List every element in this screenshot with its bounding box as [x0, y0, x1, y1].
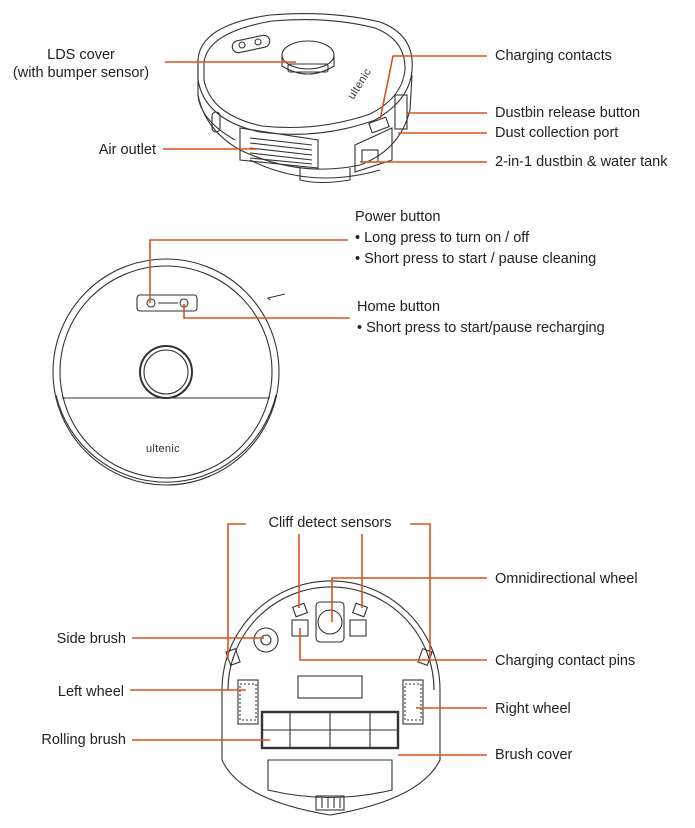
leader-charging-pins	[299, 628, 487, 661]
label-rolling-brush: Rolling brush	[41, 732, 126, 748]
label-left-wheel: Left wheel	[57, 684, 124, 700]
label-brush-cover: Brush cover	[495, 747, 573, 763]
brand-logo-front: ultenic	[146, 443, 180, 455]
label-omnidirectional-wheel: Omnidirectional wheel	[495, 571, 638, 587]
label-right-wheel: Right wheel	[495, 701, 571, 717]
robot-bottom-view	[221, 580, 441, 816]
label-charging-contacts: Charging contacts	[495, 48, 612, 64]
leader-cliff-left	[227, 523, 246, 660]
leader-charging-contacts	[379, 55, 487, 121]
label-dustbin-release-button: Dustbin release button	[495, 105, 641, 121]
label-side-brush: Side brush	[56, 631, 126, 647]
leader-home-button	[183, 304, 350, 319]
label-air-outlet: Air outlet	[98, 142, 156, 158]
label-home-button: Home button • Short press to start/pause…	[357, 299, 605, 336]
leader-omni-wheel	[331, 577, 487, 622]
label-dust-collection-port: Dust collection port	[495, 125, 619, 141]
label-cliff-detect-sensors: Cliff detect sensors	[268, 515, 392, 531]
label-lds-cover: LDS cover (with bumper sensor)	[12, 47, 150, 81]
label-dustbin-water-tank: 2-in-1 dustbin & water tank	[495, 154, 668, 170]
leader-cliff-right	[410, 523, 431, 658]
label-power-button: Power button • Long press to turn on / o…	[355, 209, 597, 267]
leader-power-button	[149, 239, 348, 303]
label-charging-contact-pins: Charging contact pins	[495, 653, 636, 669]
robot-top-perspective	[197, 12, 413, 184]
leader-lines	[130, 55, 487, 756]
robot-top-view	[52, 258, 286, 486]
